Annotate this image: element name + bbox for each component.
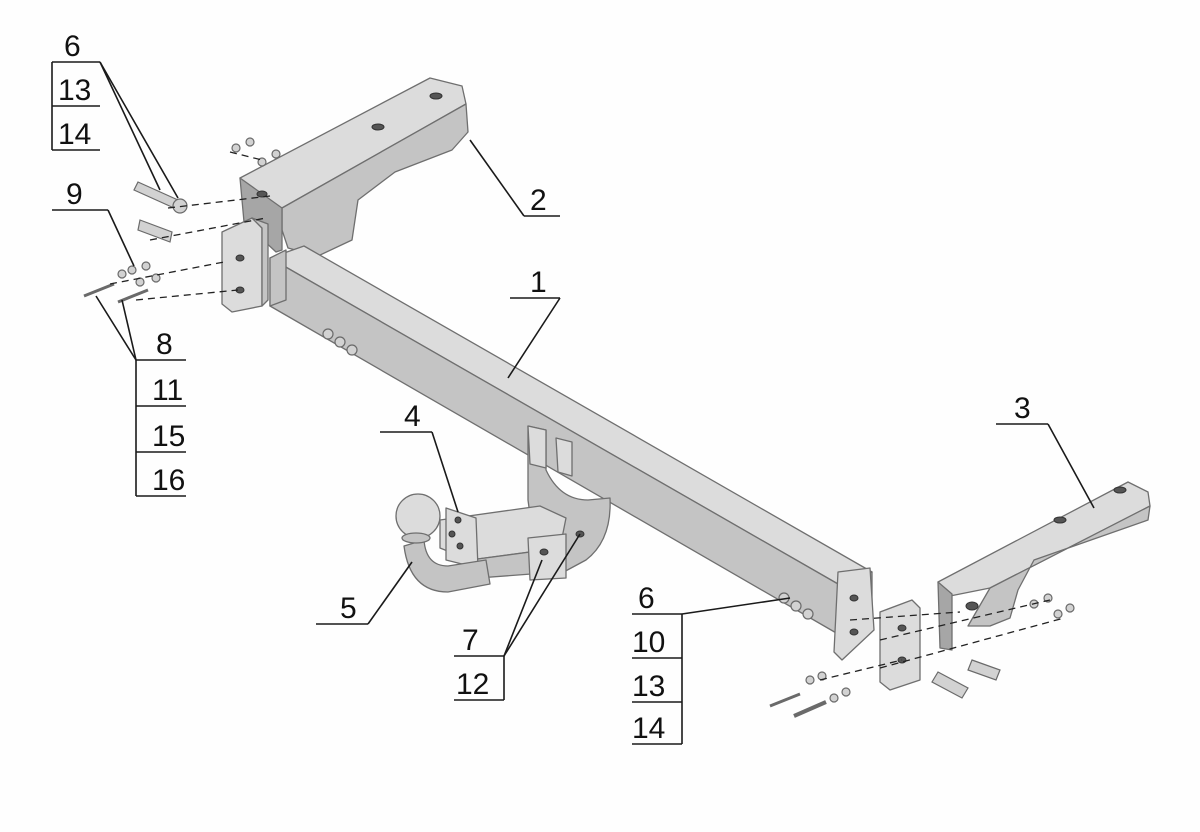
part-5-tow-ball	[395, 493, 491, 593]
left-fasteners	[83, 137, 281, 304]
callout-5: 5	[340, 592, 357, 625]
part-3-right-bracket	[937, 481, 1151, 651]
callout-10-right: 10	[632, 626, 665, 659]
assembly-lines	[109, 151, 1065, 681]
callout-11: 11	[152, 374, 183, 407]
right-mounting-plate	[879, 599, 921, 691]
callout-2: 2	[530, 184, 547, 217]
left-mounting-plate	[221, 217, 269, 313]
callout-4: 4	[404, 400, 421, 433]
callout-7: 7	[462, 624, 479, 657]
callout-16: 16	[152, 464, 185, 497]
callout-8: 8	[156, 328, 173, 361]
callout-9: 9	[66, 178, 83, 211]
part-2-left-bracket	[239, 77, 469, 257]
callout-13-right: 13	[632, 670, 665, 703]
right-fasteners	[769, 592, 1075, 718]
callout-13-top: 13	[58, 74, 91, 107]
part-4-ball-mount-bracket	[439, 425, 611, 581]
leader-lines	[51, 61, 1095, 745]
callout-12: 12	[456, 668, 489, 701]
callout-6-top: 6	[64, 30, 81, 63]
callout-6-right: 6	[638, 582, 655, 615]
callout-3: 3	[1014, 392, 1031, 425]
callout-labels: 6 13 14 2 9 8 11 15 16 1 4 5 7 12 3 6 10…	[58, 30, 1031, 745]
callout-1: 1	[530, 266, 547, 299]
part-1-main-beam	[269, 245, 875, 661]
callout-14-right: 14	[632, 712, 665, 745]
callout-14-top: 14	[58, 118, 91, 151]
callout-15: 15	[152, 420, 185, 453]
